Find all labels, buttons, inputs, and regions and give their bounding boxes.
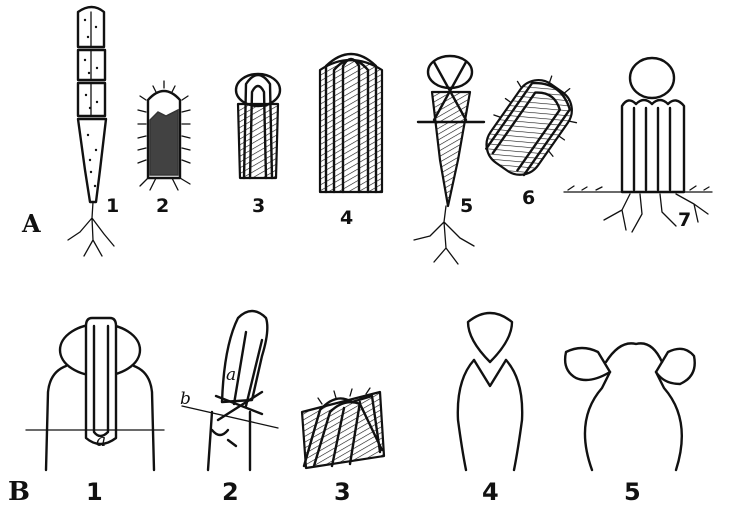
annotation-a: a	[96, 431, 106, 451]
figure-b1: a 1	[26, 318, 164, 506]
figure-b4: 4	[458, 313, 522, 506]
figure-a7: 7	[564, 58, 712, 232]
figure-number: 6	[522, 187, 535, 209]
row-label-a: A	[21, 209, 41, 238]
figure-number: 1	[106, 195, 119, 217]
figure-b3: 3	[302, 388, 384, 506]
annotation-a: a	[226, 365, 236, 385]
figure-a2: 2	[138, 81, 190, 217]
figure-number: 3	[252, 195, 265, 217]
figure-b2: a b 2	[180, 311, 278, 506]
figure-number: 2	[222, 478, 239, 506]
figure-b5: 5	[565, 343, 695, 506]
figure-number: 5	[460, 195, 473, 217]
annotation-b: b	[180, 389, 191, 409]
figure-a3: 3	[236, 74, 280, 217]
figure-a1: 1	[68, 7, 119, 256]
figure-number: 4	[482, 478, 499, 506]
figure-number: 2	[156, 195, 169, 217]
figure-number: 4	[340, 207, 353, 229]
figure-number: 3	[334, 478, 351, 506]
figure-a4: 4	[320, 54, 382, 229]
figure-number: 5	[624, 478, 641, 506]
figure-a5: 5	[414, 56, 484, 264]
figure-number: 7	[678, 209, 691, 231]
figure-number: 1	[86, 478, 103, 506]
row-label-b: B	[8, 477, 30, 507]
